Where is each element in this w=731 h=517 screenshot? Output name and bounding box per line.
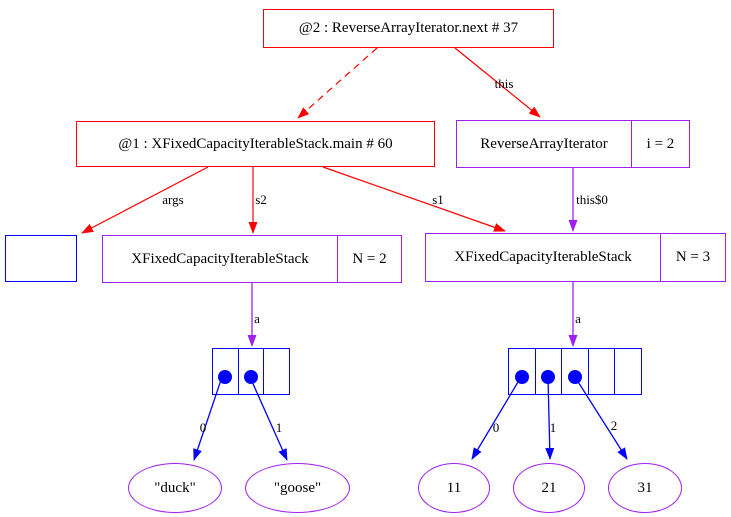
stack3-field-label: N = 3: [675, 249, 711, 265]
edge-label-this-outer: this$0: [576, 192, 608, 207]
frame-node-2-label: @2 : ReverseArrayIterator.next # 37: [298, 20, 519, 36]
value-duck: "duck": [154, 479, 196, 496]
edge-label-this: this: [494, 76, 514, 91]
edge-s1: [322, 166, 506, 232]
array-cell: [509, 349, 535, 394]
array-cell: [213, 349, 238, 394]
value-21: 21: [541, 479, 557, 496]
array-node-right: [508, 348, 642, 395]
pointer-dot: [218, 369, 233, 384]
frame-node-2: @2 : ReverseArrayIterator.next # 37: [263, 9, 554, 48]
value-oval-11: 11: [418, 463, 490, 513]
value-oval-duck: "duck": [128, 463, 222, 513]
array-cell: [534, 349, 562, 394]
value-31: 31: [637, 479, 653, 496]
pointer-dot: [244, 369, 258, 384]
edge-label-s1: s1: [432, 192, 444, 207]
frame-node-1: @1 : XFixedCapacityIterableStack.main # …: [76, 121, 435, 167]
edge-label-left-0: 0: [199, 420, 207, 435]
edge-label-a-left: a: [254, 311, 260, 326]
array-cell: [614, 349, 641, 394]
array-cell: [587, 349, 615, 394]
iterator-class-cell: ReverseArrayIterator: [457, 121, 631, 167]
iterator-field-cell: i = 2: [631, 121, 689, 167]
stack3-class-cell: XFixedCapacityIterableStack: [426, 234, 660, 281]
edge-label-s2: s2: [255, 192, 267, 207]
edge-frame2-frame1: [297, 47, 378, 119]
array-cell: [263, 349, 289, 394]
value-oval-31: 31: [608, 463, 682, 513]
iterator-class-label: ReverseArrayIterator: [480, 135, 608, 152]
value-goose: "goose": [273, 479, 322, 496]
stack2-field-label: N = 2: [352, 250, 387, 267]
edge-label-right-1: 1: [549, 420, 557, 435]
edge-label-args: args: [162, 192, 184, 207]
array-node-left: [212, 348, 290, 395]
iterator-field-label: i = 2: [646, 135, 675, 152]
edge-label-right-2: 2: [610, 418, 618, 433]
stack3-field-cell: N = 3: [660, 234, 725, 281]
frame-node-1-label: @1 : XFixedCapacityIterableStack.main # …: [118, 135, 393, 152]
stack2-object-node: XFixedCapacityIterableStack N = 2: [102, 235, 402, 283]
value-oval-21: 21: [513, 463, 585, 513]
empty-args-array-node: [5, 235, 77, 282]
array-cell: [561, 349, 588, 394]
pointer-dot: [514, 369, 529, 384]
stack2-field-cell: N = 2: [337, 236, 401, 282]
edge-args: [81, 166, 209, 234]
pointer-dot: [567, 369, 582, 384]
stack3-class-label: XFixedCapacityIterableStack: [454, 249, 632, 265]
value-11: 11: [446, 479, 462, 496]
array-cell: [237, 349, 264, 394]
stack2-class-label: XFixedCapacityIterableStack: [131, 250, 309, 267]
stack3-object-node: XFixedCapacityIterableStack N = 3: [425, 233, 726, 282]
pointer-dot: [541, 369, 556, 384]
edge-label-a-right: a: [575, 311, 581, 326]
stack2-class-cell: XFixedCapacityIterableStack: [103, 236, 337, 282]
edge-label-right-0: 0: [492, 420, 500, 435]
value-oval-goose: "goose": [245, 463, 350, 513]
iterator-object-node: ReverseArrayIterator i = 2: [456, 120, 690, 168]
edge-label-left-1: 1: [275, 420, 283, 435]
